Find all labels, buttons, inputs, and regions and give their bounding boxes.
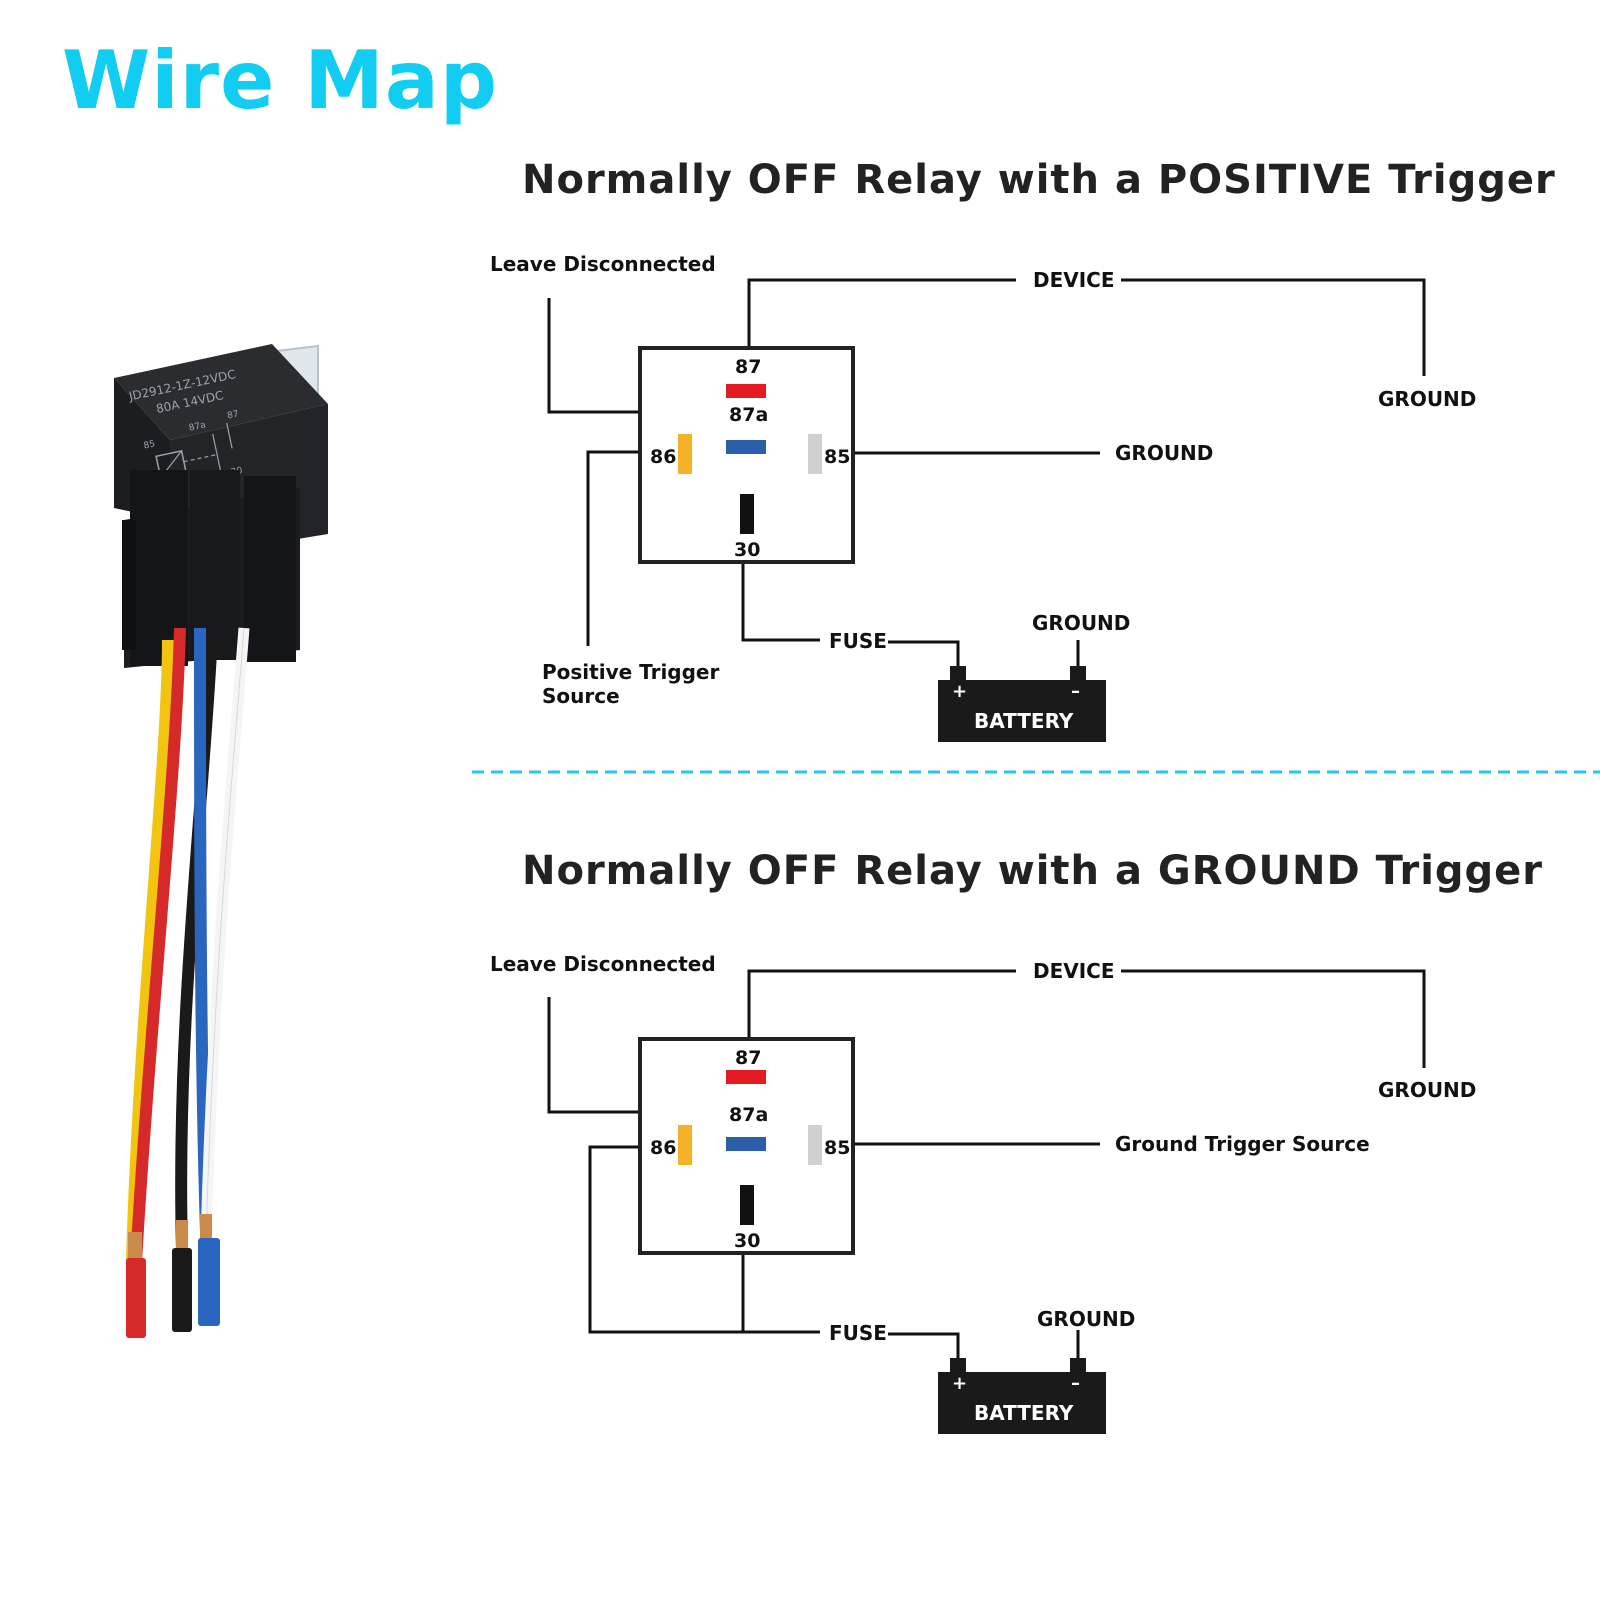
relay-pin85-text: 85 [143,439,156,451]
diagram1-title: Normally OFF Relay with a POSITIVE Trigg… [522,157,1556,203]
d2-device-ground-label: GROUND [1378,1078,1476,1102]
relay-pin87-text: 87 [226,409,239,421]
d2-pin85-bar [808,1125,822,1165]
d1-pin87-bar [726,384,766,398]
diagram1-labels: Leave Disconnected DEVICE GROUND GROUND … [490,252,1476,708]
diagram2-battery: + – BATTERY [938,1358,1106,1434]
d1-battery-minus: – [1071,681,1080,702]
d1-device-label: DEVICE [1033,268,1115,292]
d2-battery-minus: – [1071,1373,1080,1394]
diagram2-title: Normally OFF Relay with a GROUND Trigger [522,848,1543,894]
d2-pin30-bar [740,1185,754,1225]
d2-battery-plus: + [952,1373,967,1394]
d2-pin87a-label: 87a [729,1104,768,1126]
d2-pin30-label: 30 [734,1230,760,1252]
diagram1-battery: + – BATTERY [938,666,1106,742]
d1-trigger-source-line1: Positive Trigger [542,660,720,684]
d1-pin30-bar [740,494,754,534]
diagram2-wires [547,969,1426,1360]
page-title: Wire Map [62,34,499,127]
d1-leave-disconnected: Leave Disconnected [490,252,716,276]
relay-pin87a-text: 87a [188,420,207,433]
d2-fuse-label: FUSE [829,1321,887,1345]
d1-pin85-label: 85 [824,446,850,468]
d1-pin85-target-label: GROUND [1115,441,1213,465]
d1-fuse-label: FUSE [829,629,887,653]
d1-pin85-bar [808,434,822,474]
diagram2-labels: Leave Disconnected DEVICE GROUND Ground … [490,952,1476,1345]
d2-pin86-bar [678,1125,692,1165]
d1-battery-label: BATTERY [974,709,1074,733]
d1-pin30-label: 30 [734,539,760,561]
d1-pin87a-label: 87a [729,404,768,426]
d1-pin87-label: 87 [735,356,761,378]
d2-pin87-label: 87 [735,1047,761,1069]
d1-battery-ground-label: GROUND [1032,611,1130,635]
diagram2-relay: 87 87a 86 85 30 [638,1037,855,1255]
diagram1-relay: 87 87a 86 85 30 [638,346,855,564]
d2-pin85-target-label: Ground Trigger Source [1115,1132,1370,1156]
d1-device-ground-label: GROUND [1378,387,1476,411]
d1-battery-plus: + [952,681,967,702]
d2-leave-disconnected: Leave Disconnected [490,952,716,976]
d1-trigger-source-line2: Source [542,684,620,708]
d2-pin87a-bar [726,1137,766,1151]
d2-device-label: DEVICE [1033,959,1115,983]
d2-pin87-bar [726,1070,766,1084]
relay-photo: JD2912-1Z-12VDC 80A 14VDC 85 87a 87 86 3… [114,344,328,1338]
d1-pin86-label: 86 [650,446,676,468]
d2-battery-ground-label: GROUND [1037,1307,1135,1331]
d1-pin86-bar [678,434,692,474]
d2-pin86-label: 86 [650,1137,676,1159]
d1-pin87a-bar [726,440,766,454]
d2-pin85-label: 85 [824,1137,850,1159]
d2-battery-label: BATTERY [974,1401,1074,1425]
